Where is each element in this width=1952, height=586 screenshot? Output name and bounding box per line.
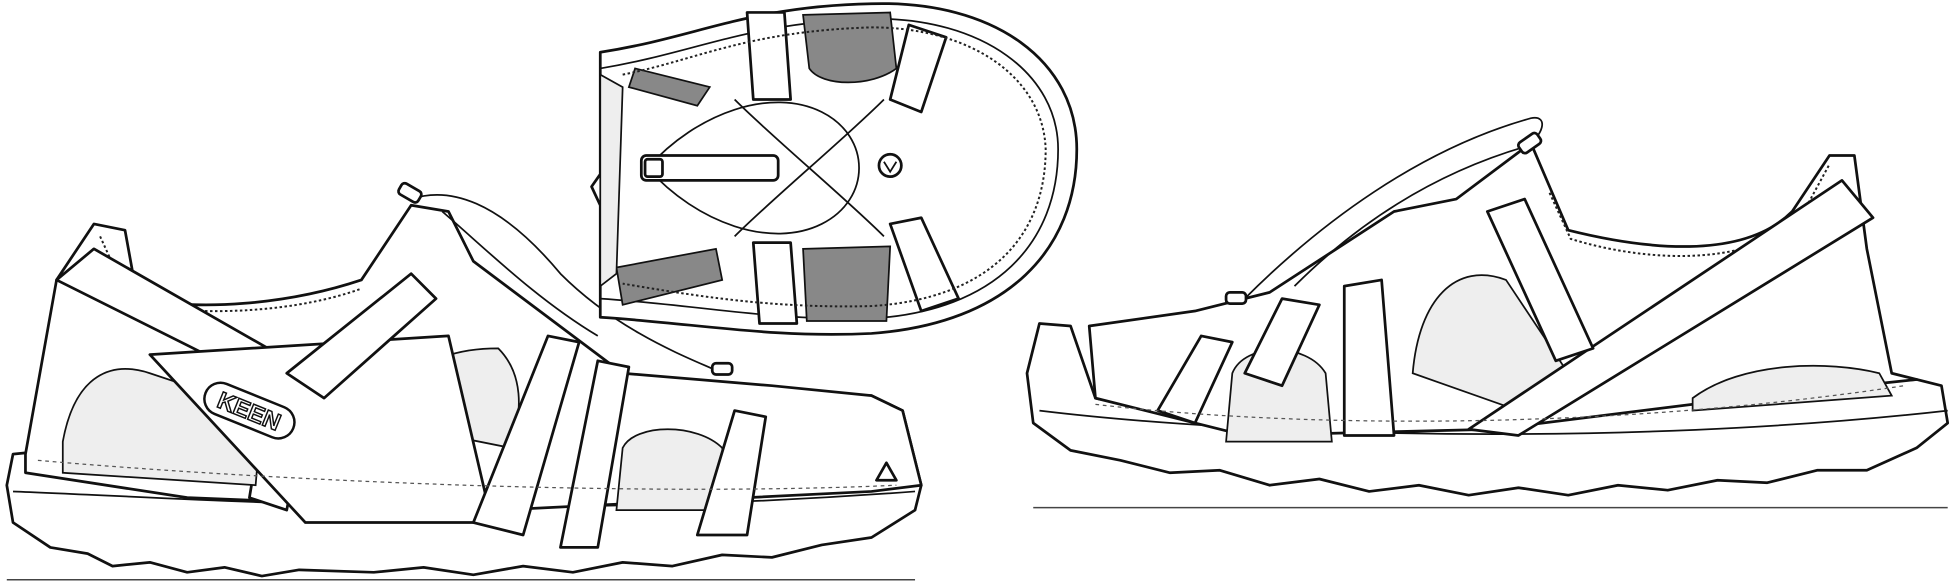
warning-icon bbox=[875, 461, 898, 482]
v-logo-icon bbox=[877, 152, 903, 179]
bungee-lace bbox=[410, 193, 723, 375]
lace-toggle bbox=[397, 181, 423, 204]
top-strap bbox=[745, 11, 792, 101]
lace-toggle bbox=[1517, 131, 1543, 155]
lace-toggle bbox=[1224, 291, 1248, 305]
mid-window bbox=[1411, 274, 1570, 412]
side-window bbox=[1691, 365, 1894, 412]
top-lace bbox=[646, 101, 860, 235]
sandal-side-view-right bbox=[1025, 117, 1950, 509]
footbed-opening bbox=[802, 11, 898, 84]
heel-strap bbox=[1467, 179, 1875, 437]
sandal-top-view bbox=[590, 2, 1079, 336]
bungee-lace bbox=[1244, 117, 1543, 300]
lace-toggle bbox=[710, 361, 734, 376]
sandal-side-view-left: KEEN bbox=[5, 181, 923, 581]
